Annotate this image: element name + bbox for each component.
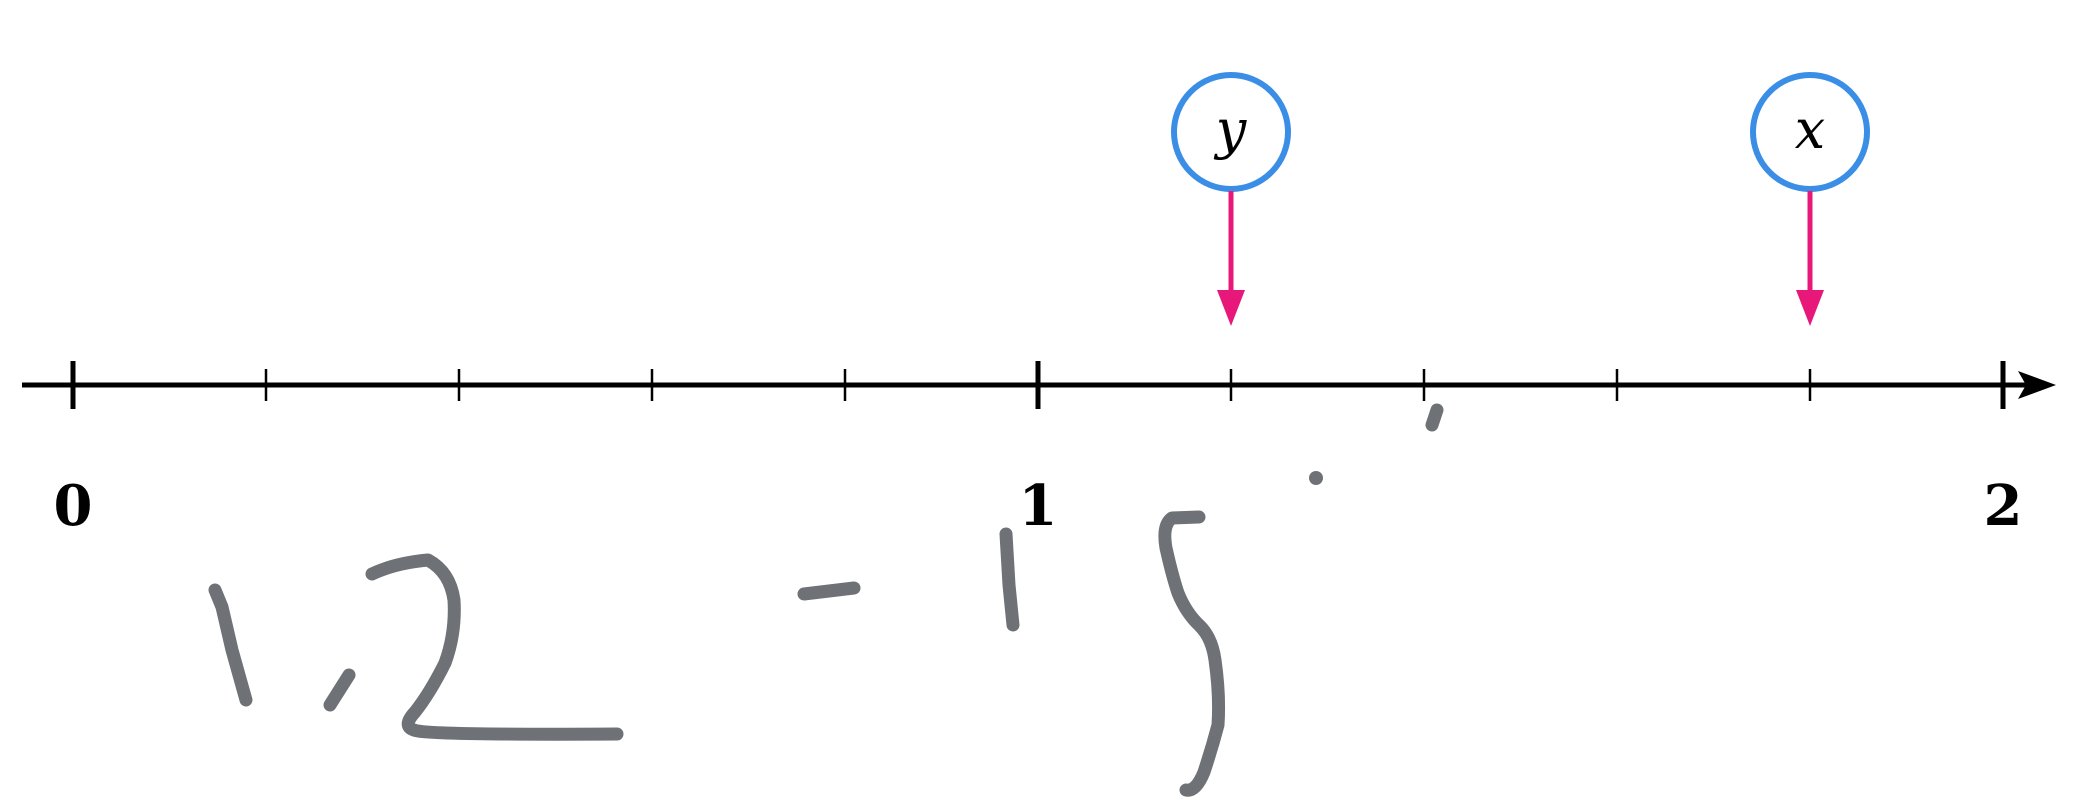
- marker-arrowhead: [1217, 290, 1245, 326]
- axis-arrowhead: [2018, 371, 2056, 399]
- handwriting-stroke: [208, 583, 253, 707]
- handwritten-annotation: [208, 403, 1444, 797]
- tick-label-2: 2: [1984, 473, 2023, 539]
- marker-circle[interactable]: [1171, 72, 1291, 192]
- tick-labels: 0 1 2: [54, 473, 2023, 539]
- handwriting-stroke: [797, 581, 861, 601]
- marker-circle[interactable]: [1750, 72, 1870, 192]
- handwriting-stroke: [1158, 510, 1226, 797]
- marker-y[interactable]: y: [1171, 72, 1291, 326]
- handwriting-stroke: [999, 527, 1020, 632]
- marker-label: x: [1795, 98, 1825, 161]
- tick-label-0: 0: [54, 473, 93, 539]
- handwriting-dot: [1309, 471, 1323, 485]
- number-line: 0 1 2: [22, 361, 2056, 539]
- tick-label-1: 1: [1019, 473, 1058, 539]
- handwriting-stroke: [323, 668, 356, 712]
- handwriting-stroke: [365, 553, 624, 741]
- marker-label: y: [1214, 98, 1248, 161]
- marker-arrowhead: [1796, 290, 1824, 326]
- tick-marks: [70, 361, 2006, 409]
- handwriting-stroke: [1425, 403, 1444, 432]
- marker-x[interactable]: x: [1750, 72, 1870, 326]
